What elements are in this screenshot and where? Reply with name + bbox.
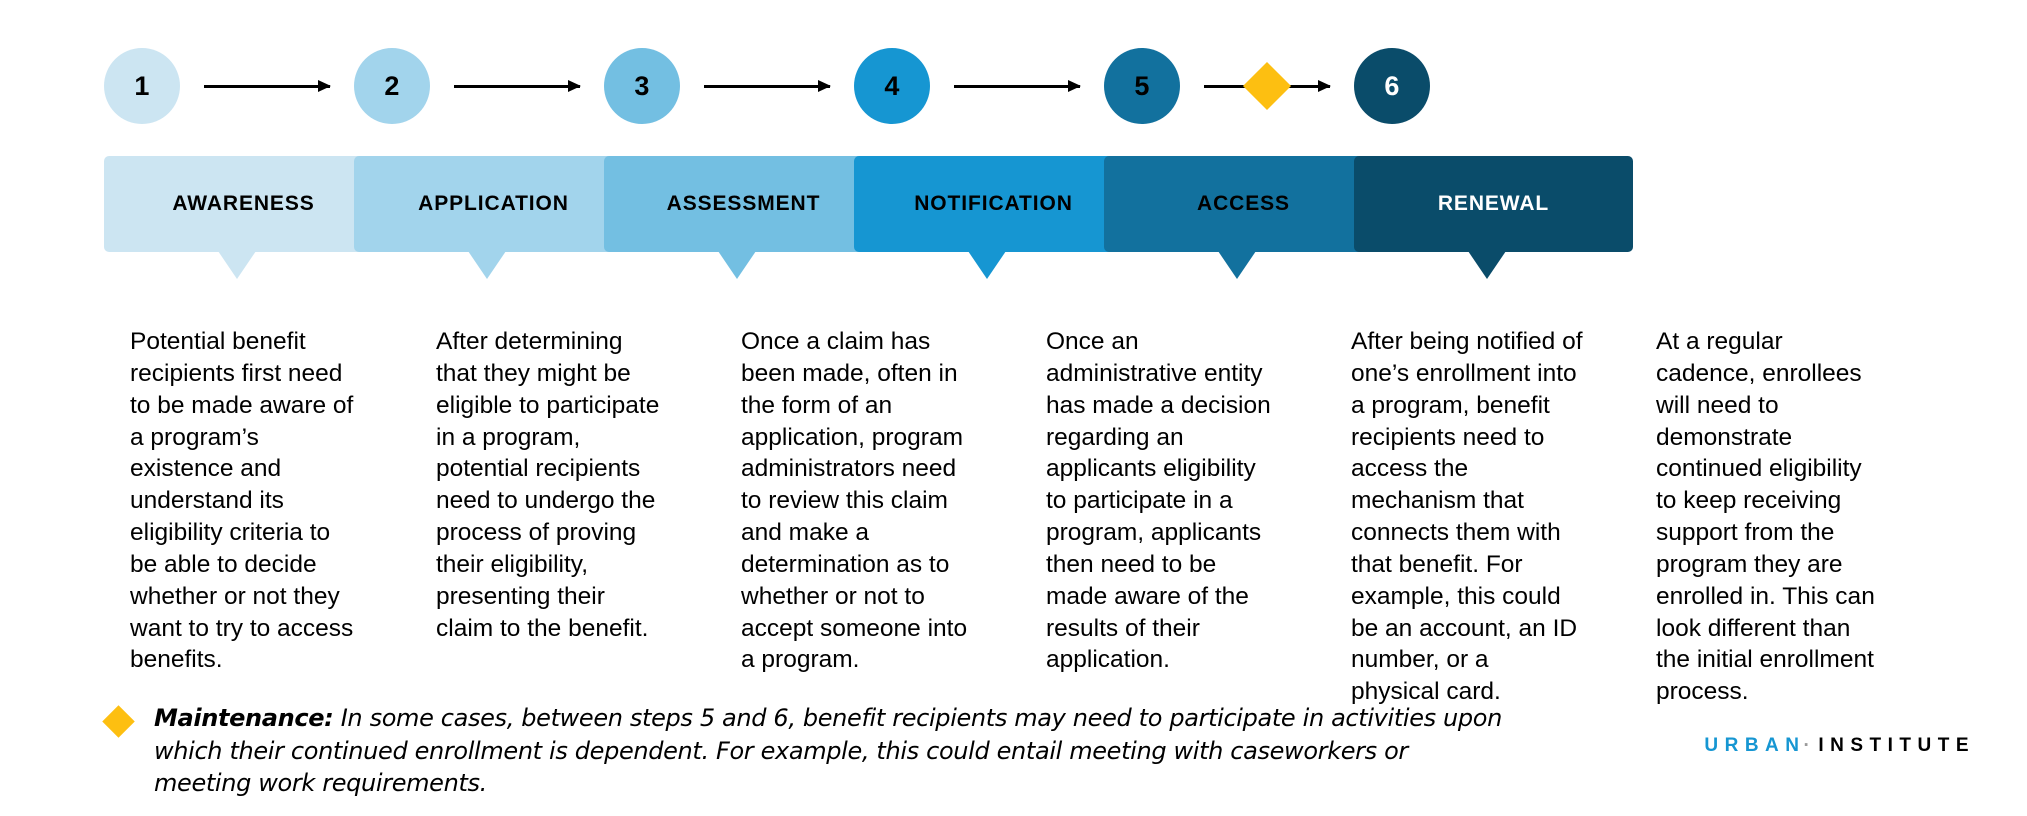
banner-tail-icon (468, 251, 506, 279)
step-circle-1[interactable]: 1 (104, 48, 180, 124)
banner-tail-icon (968, 251, 1006, 279)
step-number-1: 1 (134, 70, 150, 101)
footnote-term: Maintenance: (154, 704, 334, 732)
stage-banner-label: ASSESSMENT (666, 192, 821, 215)
step-circle-4[interactable]: 4 (854, 48, 930, 124)
arrow-4-to-5 (954, 79, 1081, 92)
stage-banner-label: APPLICATION (418, 192, 569, 215)
arrow-shaft (204, 85, 330, 88)
stage-banner-label: AWARENESS (172, 192, 315, 215)
step-number-4: 4 (884, 70, 900, 101)
arrow-head-icon (818, 79, 831, 92)
arrow-shaft (454, 85, 580, 88)
stage-description-notification: Once an administrative entity has made a… (1046, 328, 1271, 674)
step-circle-3[interactable]: 3 (604, 48, 680, 124)
stage-banner-label: NOTIFICATION (914, 192, 1073, 215)
arrow-shaft (704, 85, 830, 88)
arrow-3-to-4 (704, 79, 831, 92)
arrow-head-icon (568, 79, 581, 92)
step-circle-6[interactable]: 6 (1354, 48, 1430, 124)
footnote-body: In some cases, between steps 5 and 6, be… (154, 704, 1502, 798)
stage-banner-label: ACCESS (1197, 192, 1290, 215)
stage-banner-notification[interactable]: NOTIFICATION (854, 156, 1133, 279)
stage-banner-row: AWARENESS APPLICATION ASSESSMENT NOTIFIC… (104, 156, 1924, 286)
arrow-1-to-2 (204, 79, 331, 92)
stage-description-row: Potential benefit recipients first need … (104, 326, 1964, 705)
stage-description-awareness: Potential benefit recipients first need … (130, 328, 354, 674)
stage-banner-renewal[interactable]: RENEWAL (1354, 156, 1633, 279)
arrow-head-icon (1068, 79, 1081, 92)
arrow-head-icon (318, 79, 331, 92)
logo-institute-text: INSTITUTE (1818, 735, 1975, 756)
banner-tail-icon (1468, 251, 1506, 279)
banner-tail-icon (218, 251, 256, 279)
step-circle-2[interactable]: 2 (354, 48, 430, 124)
banner-tail-icon (1218, 251, 1256, 279)
arrow-shaft (954, 85, 1080, 88)
stage-description-access: After being notified of one’s enrollment… (1351, 328, 1583, 706)
arrow-2-to-3 (454, 79, 581, 92)
stage-banner-assessment[interactable]: ASSESSMENT (604, 156, 883, 279)
logo-urban-text: URBAN (1704, 735, 1806, 756)
step-number-3: 3 (634, 70, 650, 101)
step-number-row: 1 2 3 4 5 (104, 48, 1924, 124)
step-circle-5[interactable]: 5 (1104, 48, 1180, 124)
urban-institute-logo: URBAN · INSTITUTE (1704, 735, 1975, 757)
step-number-5: 5 (1134, 70, 1150, 101)
arrow-head-icon (1318, 79, 1331, 92)
stage-banner-application[interactable]: APPLICATION (354, 156, 633, 279)
step-number-6: 6 (1384, 70, 1400, 101)
stage-banner-access[interactable]: ACCESS (1104, 156, 1383, 279)
stage-banner-label: RENEWAL (1437, 192, 1550, 215)
footnote-text: Maintenance: In some cases, between step… (154, 702, 1504, 800)
stage-banner-awareness[interactable]: AWARENESS (104, 156, 383, 279)
footnote: Maintenance: In some cases, between step… (102, 702, 1504, 800)
stage-description-renewal: At a regular cadence, enrollees will nee… (1656, 328, 1875, 706)
maintenance-diamond-icon[interactable] (1242, 61, 1292, 111)
logo-separator-dot-icon: · (1803, 735, 1817, 756)
footnote-diamond-icon (102, 705, 135, 738)
banner-tail-icon (718, 251, 756, 279)
step-number-2: 2 (384, 70, 400, 101)
stage-description-application: After determining that they might be eli… (436, 328, 660, 642)
stage-description-assessment: Once a claim has been made, often in the… (741, 328, 968, 674)
